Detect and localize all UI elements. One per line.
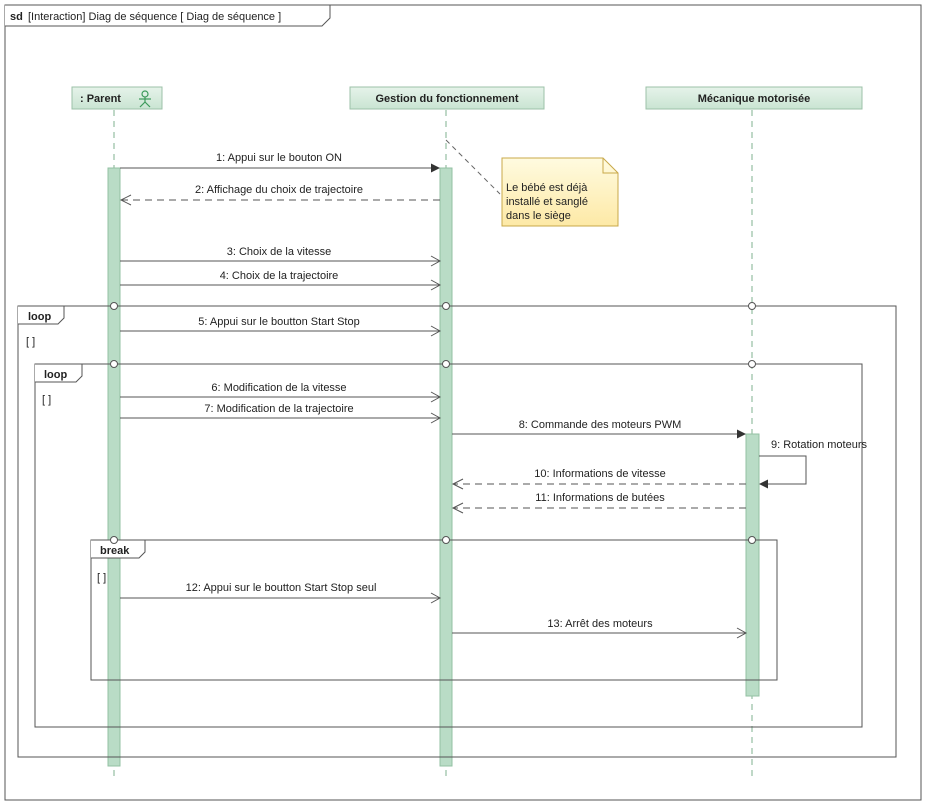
message-8: 8: Commande des moteurs PWM	[452, 419, 746, 439]
message-10: 10: Informations de vitesse	[451, 468, 746, 490]
message-2-label: 2: Affichage du choix de trajectoire	[195, 184, 363, 196]
message-3: 3: Choix de la vitesse	[120, 246, 442, 267]
message-3-label: 3: Choix de la vitesse	[227, 246, 332, 258]
message-2: 2: Affichage du choix de trajectoire	[119, 184, 440, 206]
message-9-label: 9: Rotation moteurs	[771, 439, 867, 451]
loop-inner-guard: [ ]	[42, 394, 51, 406]
message-6-label: 6: Modification de la vitesse	[211, 382, 346, 394]
message-10-label: 10: Informations de vitesse	[534, 468, 665, 480]
sd-frame	[4, 4, 922, 801]
activation-parent	[107, 167, 121, 767]
actor-icon	[139, 90, 151, 108]
message-9: 9: Rotation moteurs	[759, 439, 867, 489]
message-7-label: 7: Modification de la trajectoire	[204, 403, 353, 415]
activation-gestion	[439, 167, 453, 767]
sd-title: [Interaction] Diag de séquence [ Diag de…	[28, 11, 281, 23]
message-1: 1: Appui sur le bouton ON	[120, 152, 440, 173]
message-12: 12: Appui sur le boutton Start Stop seul	[120, 582, 442, 604]
message-12-label: 12: Appui sur le boutton Start Stop seul	[186, 582, 377, 594]
sd-keyword: sd	[10, 11, 23, 23]
activation-mecanique	[745, 433, 760, 697]
note-line-2: installé et sanglé	[506, 196, 588, 208]
message-1-label: 1: Appui sur le bouton ON	[216, 152, 342, 164]
note: Le bébé est déjà installé et sanglé dans…	[445, 139, 619, 227]
break-guard: [ ]	[97, 572, 106, 584]
lifeline-header-gestion[interactable]: Gestion du fonctionnement	[349, 86, 545, 110]
message-11: 11: Informations de butées	[451, 492, 746, 514]
message-4-label: 4: Choix de la trajectoire	[220, 270, 339, 282]
fragment-break: break [ ]	[90, 536, 778, 681]
message-13: 13: Arrêt des moteurs	[452, 618, 748, 639]
message-7: 7: Modification de la trajectoire	[120, 403, 442, 424]
message-8-label: 8: Commande des moteurs PWM	[519, 419, 682, 431]
lifeline-header-parent[interactable]: : Parent	[71, 86, 163, 110]
break-keyword: break	[100, 545, 130, 557]
fragment-loop-inner: loop [ ]	[34, 360, 863, 728]
note-line-3: dans le siège	[506, 210, 571, 222]
lifeline-gestion-label: Gestion du fonctionnement	[376, 93, 519, 105]
lifeline-header-mecanique[interactable]: Mécanique motorisée	[645, 86, 863, 110]
loop-outer-keyword: loop	[28, 311, 51, 323]
lifeline-parent-label: : Parent	[80, 93, 121, 105]
message-5: 5: Appui sur le boutton Start Stop	[120, 316, 442, 337]
note-line-1: Le bébé est déjà	[506, 182, 588, 194]
message-6: 6: Modification de la vitesse	[120, 382, 442, 403]
loop-outer-guard: [ ]	[26, 336, 35, 348]
loop-inner-keyword: loop	[44, 369, 67, 381]
message-4: 4: Choix de la trajectoire	[120, 270, 442, 291]
lifeline-mecanique-label: Mécanique motorisée	[698, 93, 810, 105]
message-5-label: 5: Appui sur le boutton Start Stop	[198, 316, 359, 328]
message-11-label: 11: Informations de butées	[535, 492, 665, 504]
sd-frame-tab	[5, 4, 331, 27]
message-13-label: 13: Arrêt des moteurs	[547, 618, 653, 630]
fragment-loop-outer: loop [ ]	[17, 302, 897, 758]
